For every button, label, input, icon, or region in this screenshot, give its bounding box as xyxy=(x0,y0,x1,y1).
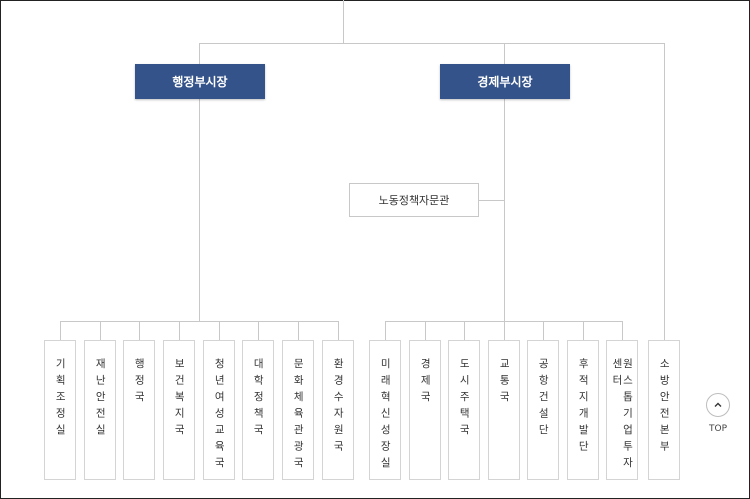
labor-policy-advisor-box[interactable]: 노동정책자문관 xyxy=(349,183,479,217)
economic-vice-mayor-box[interactable]: 경제부시장 xyxy=(440,64,570,99)
admin-vice-mayor-label: 행정부시장 xyxy=(172,75,228,89)
dept-label: 문화체육관광국 xyxy=(292,358,305,474)
dept-box[interactable]: 후적지개발단 xyxy=(567,340,599,480)
dept-box[interactable]: 행정국 xyxy=(123,340,155,480)
dept-label: 대학정책국 xyxy=(252,358,265,441)
dept-label: 교통국 xyxy=(498,358,511,408)
dept-label: 재난안전실 xyxy=(94,358,107,441)
dept-label: 경제국 xyxy=(419,358,432,408)
dept-box[interactable]: 공항건설단 xyxy=(527,340,559,480)
dept-box[interactable]: 기획조정실 xyxy=(44,340,76,480)
dept-label: 후적지개발단 xyxy=(577,358,590,457)
dept-box[interactable]: 재난안전실 xyxy=(84,340,116,480)
dept-label: 보건복지국 xyxy=(173,358,186,441)
dept-box[interactable]: 교통국 xyxy=(488,340,520,480)
fire-safety-hq-box[interactable]: 소방안전본부 xyxy=(648,340,680,480)
dept-label: 청년여성교육국 xyxy=(213,358,226,474)
advisor-label: 노동정책자문관 xyxy=(378,194,450,207)
admin-vice-mayor-box[interactable]: 행정부시장 xyxy=(135,64,265,99)
dept-box[interactable]: 대학정책국 xyxy=(242,340,274,480)
dept-box[interactable]: 환경수자원국 xyxy=(322,340,354,480)
dept-label: 원스톱기업투자센터 xyxy=(611,358,634,474)
chevron-up-icon xyxy=(714,402,722,407)
dept-label: 기획조정실 xyxy=(54,358,67,441)
dept-label: 소방안전본부 xyxy=(658,358,671,457)
dept-box[interactable]: 원스톱기업투자센터 xyxy=(606,340,638,480)
dept-box[interactable]: 보건복지국 xyxy=(163,340,195,480)
dept-box[interactable]: 청년여성교육국 xyxy=(203,340,235,480)
dept-label: 환경수자원국 xyxy=(332,358,345,457)
dept-label: 공항건설단 xyxy=(537,358,550,441)
dept-label: 행정국 xyxy=(133,358,146,408)
dept-box[interactable]: 경제국 xyxy=(409,340,441,480)
dept-box[interactable]: 미래혁신성장실 xyxy=(369,340,401,480)
top-label[interactable]: TOP xyxy=(708,424,727,434)
dept-box[interactable]: 문화체육관광국 xyxy=(282,340,314,480)
economic-vice-mayor-label: 경제부시장 xyxy=(477,75,533,89)
dept-label: 미래혁신성장실 xyxy=(379,358,392,474)
scroll-top-button[interactable] xyxy=(706,393,730,417)
dept-label: 도시주택국 xyxy=(458,358,471,441)
dept-box[interactable]: 도시주택국 xyxy=(448,340,480,480)
